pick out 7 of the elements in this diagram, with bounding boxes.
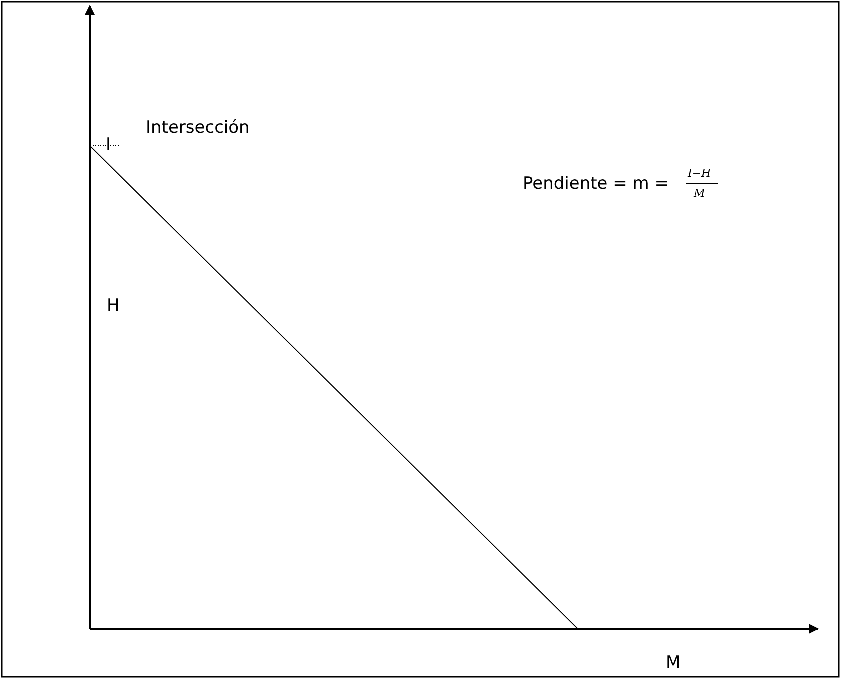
formula-text: Pendiente = m = — [523, 176, 670, 193]
annotation-text: Intersección — [146, 120, 250, 137]
fraction-numerator: I−H — [688, 168, 712, 179]
axis-label: H — [107, 298, 120, 315]
axis-label: M — [666, 655, 681, 672]
fraction-denominator: M — [694, 188, 706, 199]
axis-value-label: I — [106, 137, 112, 154]
